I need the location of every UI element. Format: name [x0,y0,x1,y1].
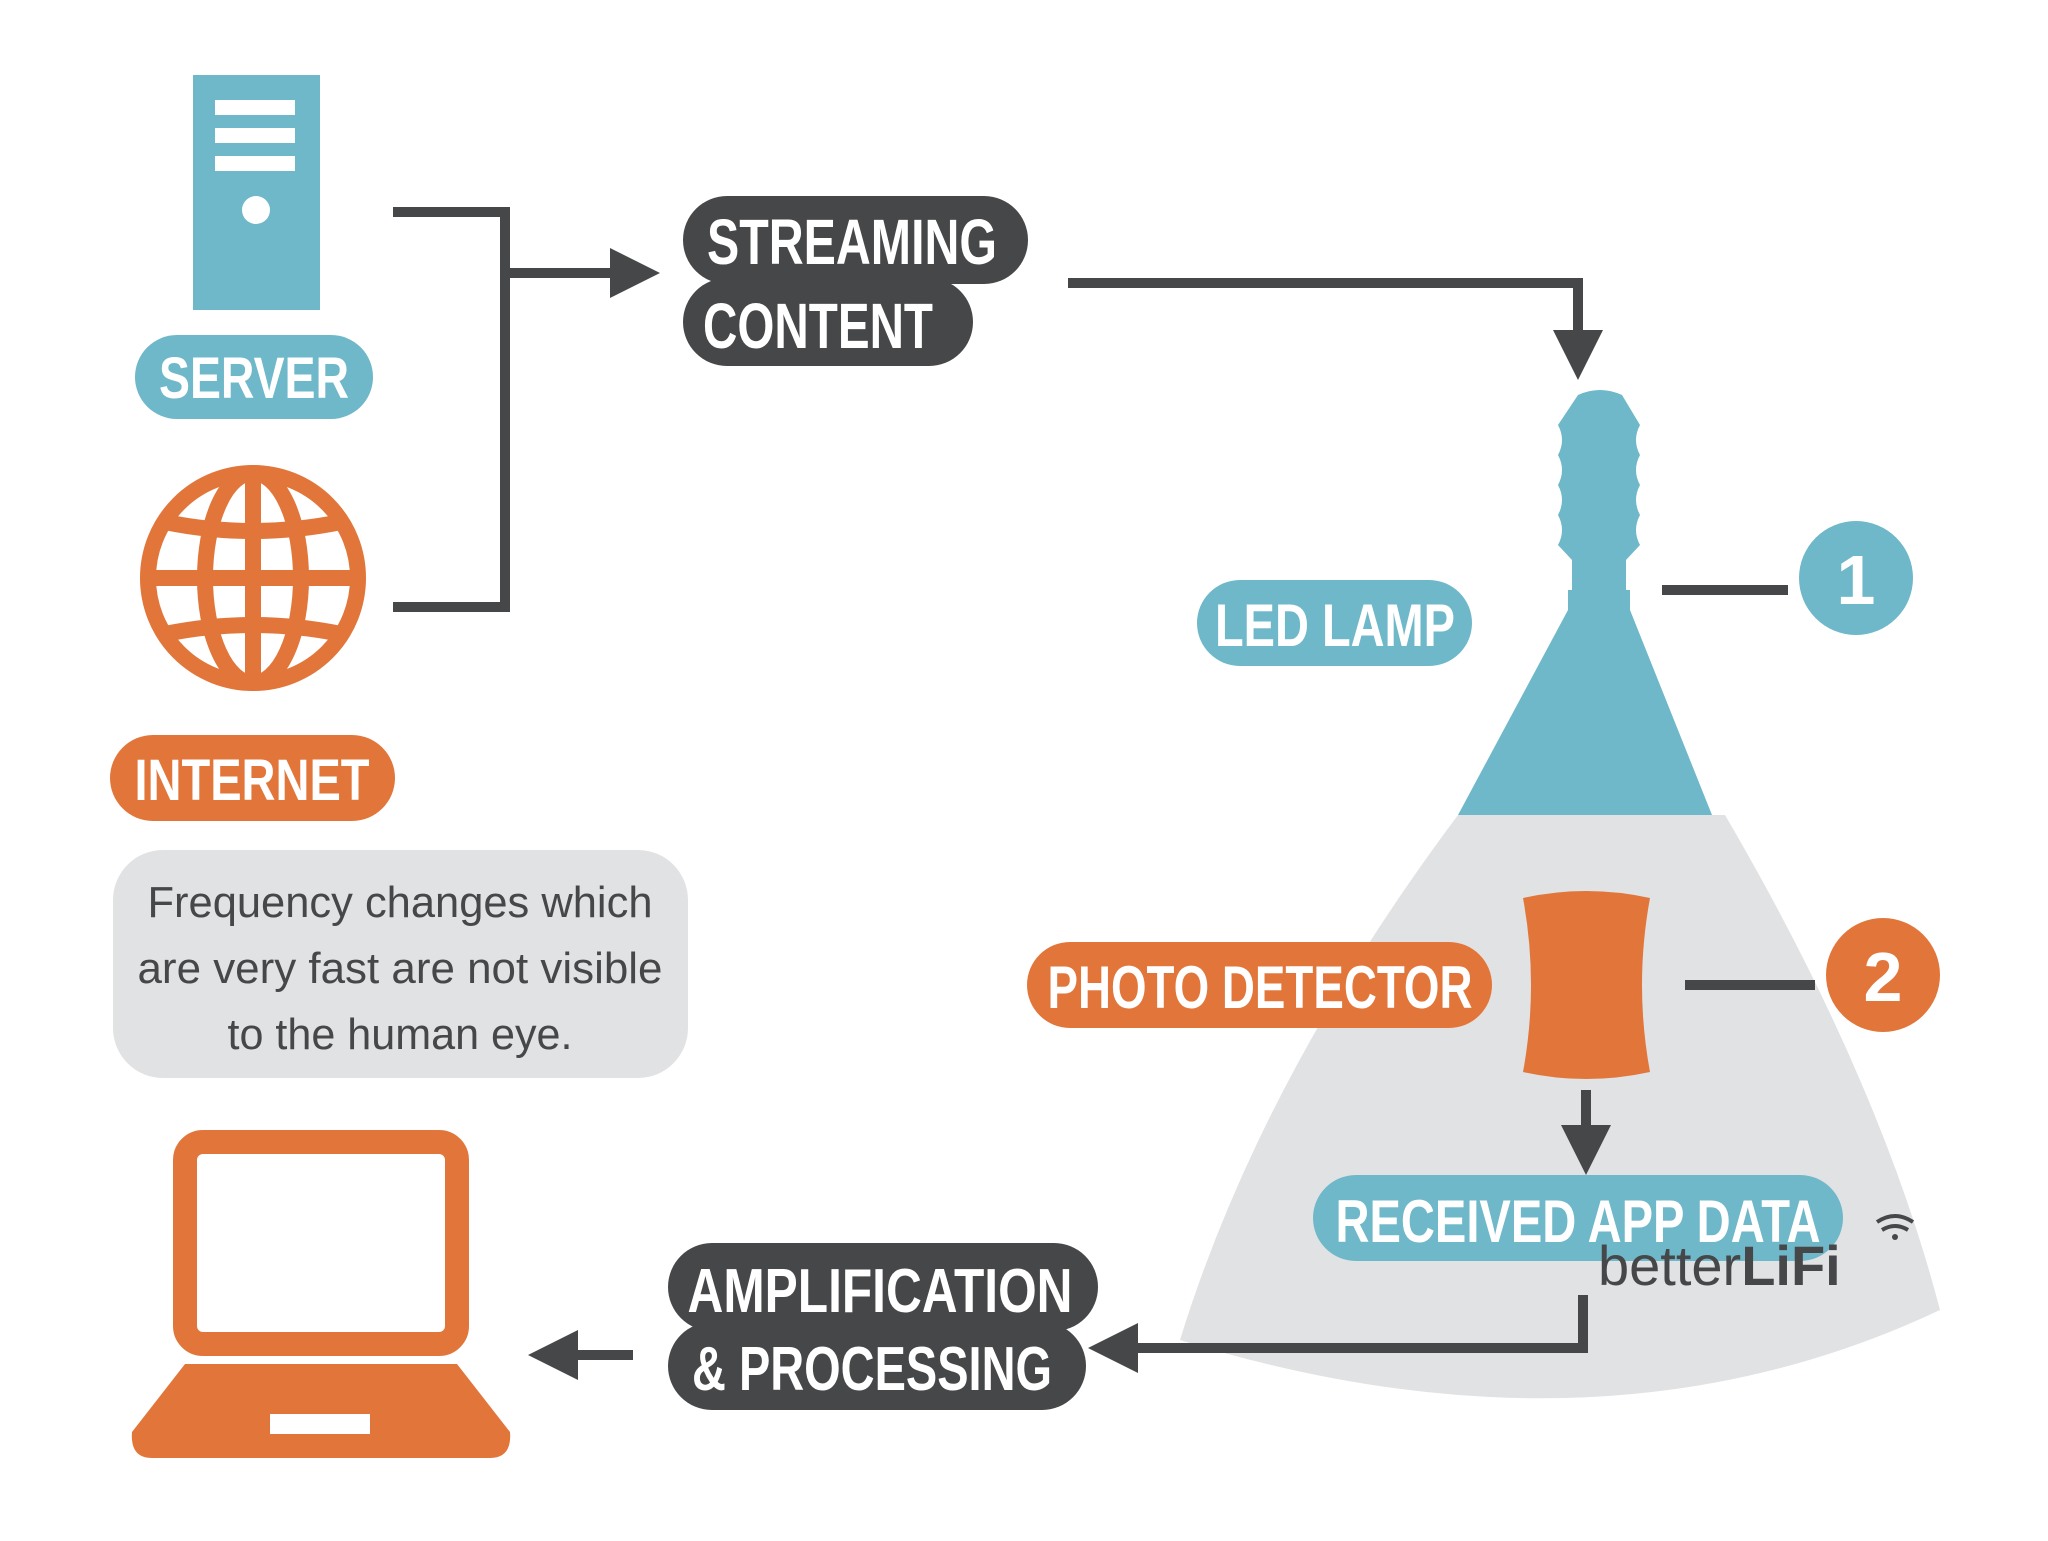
step-2-number: 2 [1864,938,1903,1016]
note-line-1: Frequency changes which [148,878,653,927]
note-line-2: are very fast are not visible [138,944,663,993]
frequency-note: Frequency changes which are very fast ar… [113,850,688,1078]
led-lamp-label-pill: LED LAMP [1197,580,1472,666]
step-2-badge: 2 [1826,918,1940,1032]
brand-prefix: better [1598,1234,1741,1297]
internet-label-pill: INTERNET [110,735,395,821]
photo-detector-label-pill: PHOTO DETECTOR [1027,942,1492,1028]
source-bracket-connector [393,207,660,612]
received-app-data-label: RECEIVED APP DATA [1336,1188,1821,1255]
brand-suffix: LiFi [1741,1234,1841,1297]
wifi-icon [1875,1214,1915,1240]
globe-icon [140,465,366,691]
betterlifi-logo: betterLiFi [1598,1214,1915,1297]
streaming-label-line-1: STREAMING [707,206,997,278]
amplification-label-line-1: AMPLIFICATION [688,1257,1073,1326]
server-label: SERVER [159,346,349,411]
photo-detector-icon [1523,891,1650,1079]
amplification-processing-pill: AMPLIFICATION & PROCESSING [668,1243,1098,1410]
amplification-label-line-2: & PROCESSING [692,1335,1052,1404]
note-line-3: to the human eye. [228,1010,573,1059]
arrow-to-amplification [1088,1295,1588,1373]
photo-detector-label: PHOTO DETECTOR [1048,954,1473,1021]
step-1-number: 1 [1837,541,1876,619]
laptop-icon [131,1130,511,1458]
svg-text:betterLiFi: betterLiFi [1598,1234,1841,1297]
streaming-content-pill: STREAMING CONTENT [683,196,1028,366]
server-icon [193,75,320,310]
received-app-data-pill: RECEIVED APP DATA [1313,1175,1843,1261]
server-label-pill: SERVER [135,335,373,419]
led-lamp-icon [1458,390,1712,815]
internet-label: INTERNET [135,748,370,813]
streaming-label-line-2: CONTENT [703,290,933,362]
arrow-to-led-lamp [1068,278,1603,380]
step-1-badge: 1 [1799,521,1913,635]
led-lamp-label: LED LAMP [1215,592,1455,659]
